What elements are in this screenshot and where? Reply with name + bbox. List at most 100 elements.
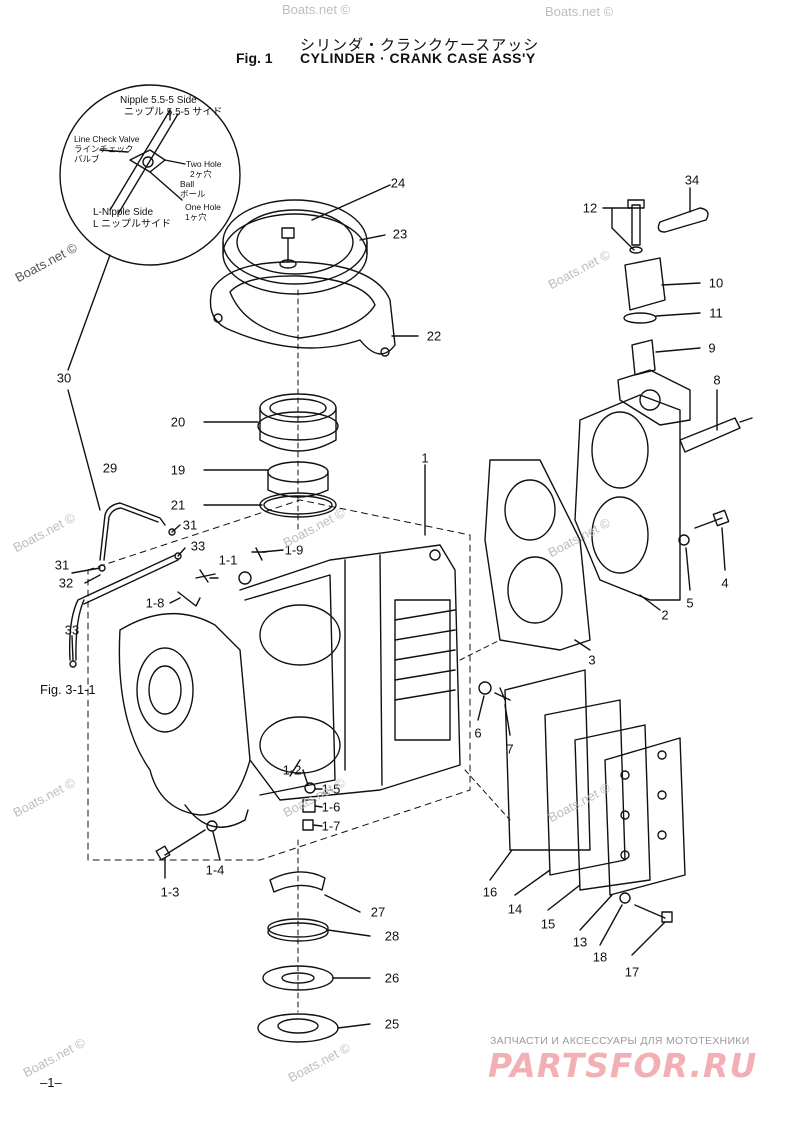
part-1-6 <box>302 799 316 813</box>
callout-11: 11 <box>709 305 723 321</box>
inset-one-hole-en: One Hole <box>185 202 221 212</box>
part-10-cover <box>624 257 666 311</box>
outer-exhaust-cover <box>604 737 686 896</box>
part-25-seal <box>257 1013 339 1043</box>
inset-line-check-valve-jp2: バルブ <box>74 154 100 164</box>
callout-1-2: 1-2 <box>282 762 302 778</box>
callout-1-1: 1-1 <box>218 552 238 568</box>
footer-logo: PARTSFOR.RU <box>488 1046 758 1085</box>
callout-15: 15 <box>540 916 556 932</box>
callout-28: 28 <box>384 928 400 944</box>
figure-reference: Fig. 3-1-1 <box>40 682 96 697</box>
part-1-7 <box>302 819 314 831</box>
callout-18: 18 <box>592 949 608 965</box>
callout-1-7: 1-7 <box>321 818 341 834</box>
inset-ball-en: Ball <box>180 179 195 189</box>
part-1-4-washer <box>206 820 218 832</box>
part-24-screw <box>279 227 297 269</box>
inset-l-nipple-side-en: L-Nipple Side <box>93 207 154 218</box>
callout-24: 24 <box>390 175 406 191</box>
callout-19: 19 <box>170 462 186 478</box>
part-14-inner-plate <box>544 699 626 876</box>
callout-1-9: 1-9 <box>284 542 304 558</box>
inset-nipple-side-jp: ニップル 5.5-5 サイド <box>124 107 223 118</box>
part-28-seal <box>267 918 329 938</box>
inset-two-hole-en: Two Hole <box>186 159 222 169</box>
callout-25: 25 <box>384 1016 400 1032</box>
part-29-hose <box>99 502 166 561</box>
part-22-gasket <box>209 261 396 357</box>
inset-two-hole-jp: 2ヶ穴 <box>190 169 212 179</box>
part-6-washer <box>478 681 492 695</box>
callout-1-4: 1-4 <box>205 862 225 878</box>
figure-number: Fig. 1 <box>236 50 273 66</box>
title-english: CYLINDER · CRANK CASE ASS'Y <box>300 50 536 66</box>
part-8-spark-plug <box>679 417 753 453</box>
callout-31-lower: 31 <box>54 557 70 573</box>
callout-13: 13 <box>572 934 588 950</box>
callout-27: 27 <box>370 904 386 920</box>
callout-1-3: 1-3 <box>160 884 180 900</box>
callout-32: 32 <box>58 575 74 591</box>
inset-line-check-valve-jp1: ラインチェック <box>74 144 134 154</box>
part-18-washer <box>619 892 631 904</box>
part-1-9-fitting <box>251 547 267 561</box>
callout-5: 5 <box>686 595 694 611</box>
callout-1-8: 1-8 <box>145 595 165 611</box>
inset-line-check-valve-en: Line Check Valve <box>74 134 140 144</box>
inset-l-nipple-side-jp: L ニップルサイド <box>93 219 171 230</box>
part-4-bolt <box>694 517 723 529</box>
callout-26: 26 <box>384 970 400 986</box>
part-27-clip <box>269 871 326 893</box>
part-2-cylinder-head <box>574 369 691 601</box>
callout-12: 12 <box>582 200 598 216</box>
part-34-clamp <box>657 207 709 233</box>
watermark: Boats.net © <box>282 2 351 17</box>
part-17-bolt <box>634 904 666 919</box>
part-32-hose <box>68 554 179 661</box>
callout-1: 1 <box>421 450 429 466</box>
callout-20: 20 <box>170 414 186 430</box>
part-15-gasket <box>574 724 651 891</box>
part-11-gasket <box>623 312 657 324</box>
callout-3: 3 <box>588 652 596 668</box>
callout-29: 29 <box>102 460 118 476</box>
callout-9: 9 <box>708 340 716 356</box>
part-12-bolt <box>627 199 645 246</box>
callout-16: 16 <box>482 884 498 900</box>
title-japanese: シリンダ・クランクケースアッシ <box>300 37 540 54</box>
callout-23: 23 <box>392 226 408 242</box>
callout-31-upper: 31 <box>182 517 198 533</box>
footer-tagline: ЗАПЧАСТИ И АКСЕССУАРЫ ДЛЯ МОТОТЕХНИКИ <box>490 1035 750 1047</box>
inset-ball-jp: ボール <box>180 189 206 199</box>
part-23-cover <box>222 199 368 295</box>
callout-1-6: 1-6 <box>321 799 341 815</box>
watermark: Boats.net © <box>545 4 614 19</box>
part-7-bolt <box>494 687 511 701</box>
callout-8: 8 <box>713 372 721 388</box>
callout-4: 4 <box>721 575 729 591</box>
part-3-gasket <box>484 459 591 651</box>
callout-7: 7 <box>506 741 514 757</box>
callout-10: 10 <box>708 275 724 291</box>
inset-one-hole-jp: 1ヶ穴 <box>185 212 207 222</box>
callout-21: 21 <box>170 497 186 513</box>
callout-17: 17 <box>624 964 640 980</box>
part-1-crankcase <box>118 544 461 828</box>
inset-nipple-side-en: Nipple 5.5-5 Side <box>120 95 197 106</box>
part-5-washer <box>678 534 690 546</box>
callout-34: 34 <box>684 172 700 188</box>
page-number: –1– <box>40 1075 62 1090</box>
callout-33-upper: 33 <box>190 538 206 554</box>
inset-detail-circle <box>59 84 241 266</box>
callout-22: 22 <box>426 328 442 344</box>
part-1-5 <box>304 782 316 794</box>
callout-6: 6 <box>474 725 482 741</box>
callout-14: 14 <box>507 901 523 917</box>
part-16-gasket <box>504 669 591 851</box>
part-9-thermostat <box>631 339 656 376</box>
callout-33-lower: 33 <box>64 622 80 638</box>
part-1-3-bolt <box>164 829 206 856</box>
